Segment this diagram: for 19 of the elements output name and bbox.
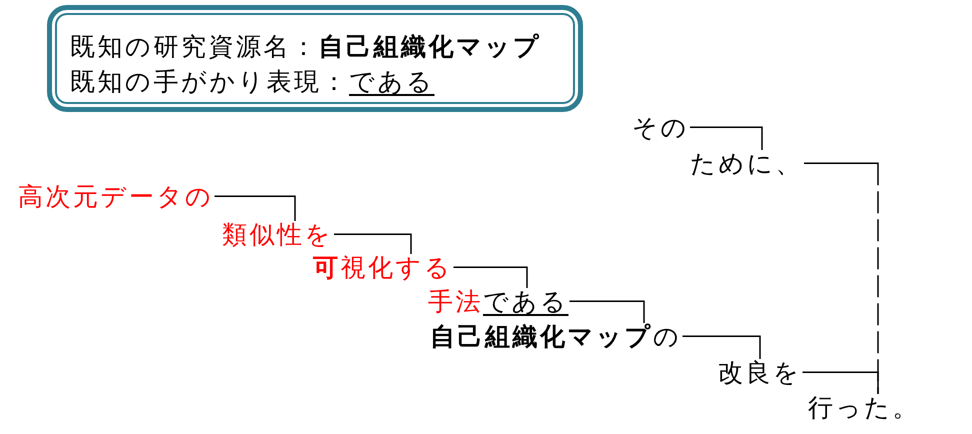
phrase-text: 類似性を bbox=[222, 221, 333, 248]
dependency-line bbox=[570, 300, 645, 323]
phrase-text: その bbox=[632, 114, 689, 142]
info-text: 既知の手がかり表現：である bbox=[70, 66, 434, 98]
phrase-text: 手法である bbox=[428, 288, 568, 316]
phrase-text: 高次元データの bbox=[18, 183, 214, 210]
dependency-line bbox=[454, 266, 528, 288]
info-box bbox=[47, 5, 583, 112]
dependency-line bbox=[214, 195, 296, 221]
dependency-line bbox=[682, 335, 761, 359]
phrase-text: 自己組織化マップの bbox=[430, 323, 682, 350]
info-text: 既知の研究資源名：自己組織化マップ bbox=[70, 31, 542, 63]
dependency-line bbox=[690, 126, 763, 150]
dependency-line bbox=[334, 233, 412, 254]
phrase-text: 可視化する bbox=[313, 254, 452, 282]
phrase-text: 行った。 bbox=[808, 394, 920, 422]
phrase-text: ために、 bbox=[690, 150, 803, 178]
phrase-text: 改良を bbox=[718, 359, 802, 386]
dependency-line bbox=[802, 371, 879, 394]
